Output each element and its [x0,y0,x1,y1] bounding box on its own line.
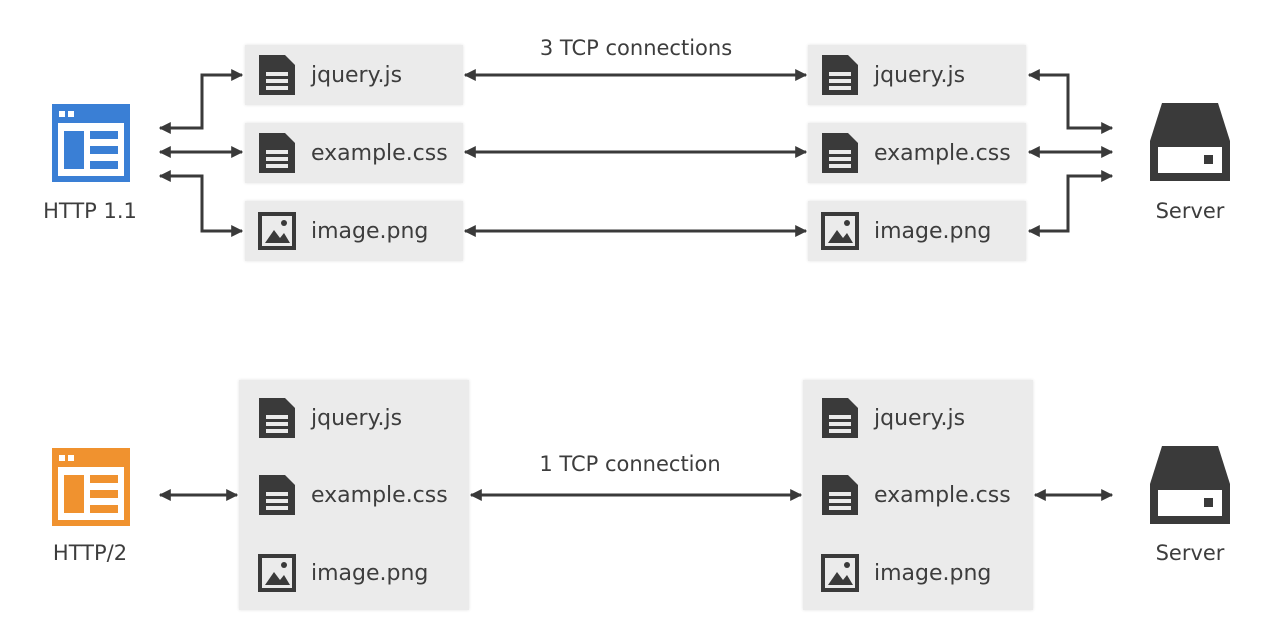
document-icon [822,475,858,515]
document-icon [259,133,295,173]
server-arrow-image [1027,170,1114,237]
http11-server-label: Server [1155,199,1225,223]
file-name: example.css [874,482,1011,508]
file-name: image.png [311,218,429,244]
server-arrow-jquery [1027,69,1114,134]
document-icon [259,398,295,438]
browser-window-icon [52,104,130,182]
http2-server-label: Server [1155,541,1225,565]
client-arrow-jquery [158,69,244,134]
http2-server-file-item: image.png [808,543,991,603]
browser-window-icon [52,448,130,526]
file-name: jquery.js [874,405,966,431]
document-icon [259,475,295,515]
server-icon [1150,446,1230,524]
image-icon [821,212,859,250]
http11-client-label: HTTP 1.1 [43,199,137,223]
image-icon [258,554,296,592]
http2-client-file-item: image.png [245,543,428,603]
http11-client-file-item: example.css [245,123,448,183]
client-arrow-image [158,170,244,237]
document-icon [822,133,858,173]
document-icon [259,55,295,95]
file-name: example.css [874,140,1011,166]
http2-server-file-item: example.css [808,465,1011,525]
http2-connection-label: 1 TCP connection [539,452,721,476]
http2-client-file-item: example.css [245,465,448,525]
http11-server-file-item: image.png [808,201,991,261]
http11-client-file-item: jquery.js [245,45,402,105]
http2-client-file-item: jquery.js [245,388,402,448]
file-name: jquery.js [311,62,403,88]
http11-server-file-item: jquery.js [808,45,965,105]
file-name: example.css [311,140,448,166]
file-name: image.png [874,560,992,586]
file-name: image.png [874,218,992,244]
document-icon [822,55,858,95]
image-icon [821,554,859,592]
http11-client-file-item: image.png [245,201,428,261]
file-name: jquery.js [311,405,403,431]
http2-client-label: HTTP/2 [52,541,128,565]
http2-server-file-item: jquery.js [808,388,965,448]
file-name: example.css [311,482,448,508]
http11-connection-label: 3 TCP connections [539,36,733,60]
file-name: jquery.js [874,62,966,88]
server-icon [1150,103,1230,181]
document-icon [822,398,858,438]
file-name: image.png [311,560,429,586]
image-icon [258,212,296,250]
http11-server-file-item: example.css [808,123,1011,183]
